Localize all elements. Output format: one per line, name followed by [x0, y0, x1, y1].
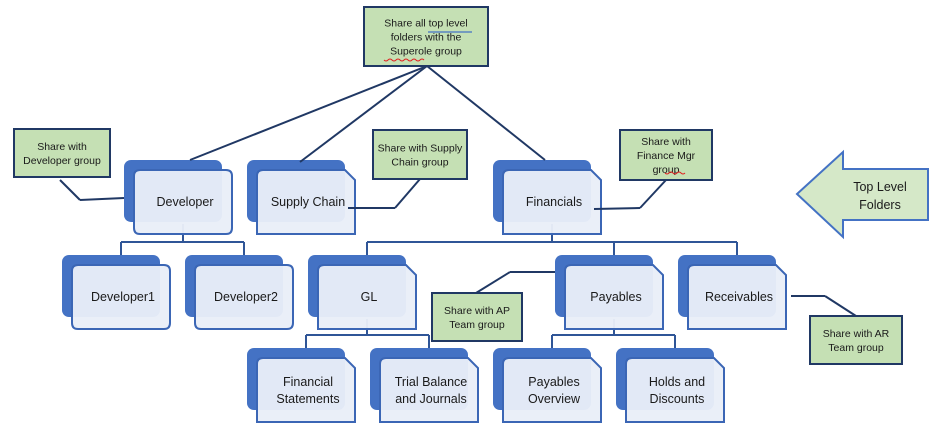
- notes-layer: Share all top level folders with theSuper…: [13, 6, 903, 365]
- note-box: [372, 129, 468, 180]
- note-superole: Share all top level folders with theSuper…: [189, 6, 546, 163]
- folder-card: [256, 357, 356, 423]
- note-text: Share with AR: [823, 328, 890, 340]
- spellcheck-underline: [664, 171, 686, 175]
- note-leader-line: [189, 65, 428, 161]
- note-text: Superole group: [390, 46, 462, 58]
- folder-developer1[interactable]: Developer1: [62, 255, 171, 330]
- folder-label: Financial: [283, 375, 333, 389]
- arrow-label: Top Level: [853, 180, 907, 194]
- note-box: [363, 6, 489, 67]
- folder-label: Payables: [528, 375, 579, 389]
- folder-label: Developer: [157, 195, 214, 209]
- folder-financials[interactable]: Financials: [493, 160, 602, 235]
- note-leader-line: [824, 295, 857, 317]
- folder-label: Receivables: [705, 290, 773, 304]
- folder-developer2[interactable]: Developer2: [185, 255, 294, 330]
- note-leader-line: [593, 207, 641, 210]
- folder-label: Financials: [526, 195, 582, 209]
- note-text: Team group: [449, 319, 505, 331]
- note-text: Team group: [828, 342, 884, 354]
- note-text: Share with: [641, 136, 691, 148]
- folder-payables[interactable]: Payables: [555, 255, 664, 330]
- folder-label: Trial Balance: [395, 375, 468, 389]
- folder-label: Developer2: [214, 290, 278, 304]
- note-box: [619, 129, 713, 181]
- folder-card: [502, 169, 602, 235]
- note-leader-line: [475, 271, 511, 294]
- note-leader-line: [59, 179, 81, 201]
- note-ar-team-group: Share with AR Team group: [791, 295, 903, 365]
- left-arrow-icon: [795, 149, 929, 240]
- note-ap-team-group: Share with AP Team group: [431, 271, 555, 342]
- folder-label: Supply Chain: [271, 195, 345, 209]
- folder-card: [71, 264, 171, 330]
- folder-card: [687, 264, 787, 330]
- folder-card: [502, 357, 602, 423]
- note-leader-line: [299, 65, 428, 163]
- folder-card: [379, 357, 479, 423]
- folder-label: Statements: [276, 392, 339, 406]
- note-leader-line: [394, 178, 421, 209]
- folder-card: [317, 264, 417, 330]
- note-text: Finance Mgr: [637, 150, 696, 162]
- spellcheck-underline: [383, 58, 425, 62]
- folder-label: Developer1: [91, 290, 155, 304]
- folder-label: Holds and: [649, 375, 705, 389]
- folder-card: [133, 169, 233, 235]
- note-text: Share with AP: [444, 305, 510, 317]
- folder-card: [625, 357, 725, 423]
- folder-card: [194, 264, 294, 330]
- folder-receivables[interactable]: Receivables: [678, 255, 787, 330]
- folder-label: Discounts: [650, 392, 705, 406]
- note-text: folders with the: [391, 32, 462, 44]
- folder-card: [564, 264, 664, 330]
- folder-trial-balance[interactable]: Trial Balance and Journals: [370, 348, 479, 423]
- folder-developer[interactable]: Developer: [124, 160, 233, 235]
- folder-label: GL: [361, 290, 378, 304]
- note-text: Share all top level: [384, 18, 467, 30]
- folder-label: Overview: [528, 392, 581, 406]
- folder-label: and Journals: [395, 392, 467, 406]
- folders-layer: Developer Supply Chain FinancialsDeveloper…: [62, 160, 787, 423]
- note-leader-line: [639, 179, 667, 209]
- note-box: [431, 292, 523, 342]
- note-text: Chain group: [391, 157, 448, 169]
- note-box: [13, 128, 111, 178]
- folder-supply-chain[interactable]: Supply Chain: [247, 160, 356, 235]
- note-text: Share with Supply: [378, 143, 463, 155]
- folder-gl[interactable]: GL: [308, 255, 417, 330]
- note-text: Developer group: [23, 155, 101, 167]
- note-leader-line: [426, 65, 546, 161]
- arrow-label: Folders: [859, 198, 901, 212]
- note-box: [809, 315, 903, 365]
- note-text: Share with: [37, 141, 87, 153]
- note-leader-line: [79, 197, 125, 201]
- folder-label: Payables: [590, 290, 641, 304]
